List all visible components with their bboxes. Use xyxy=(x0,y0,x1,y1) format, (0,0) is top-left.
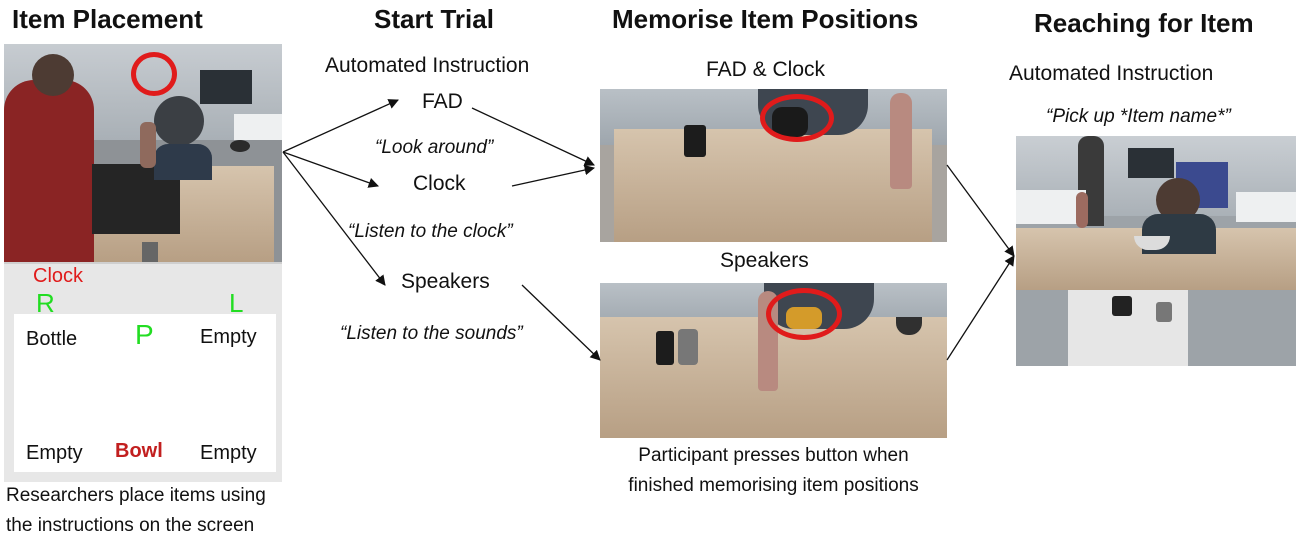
speakers-highlight-ring xyxy=(766,288,842,340)
screen-l-label: L xyxy=(229,288,244,318)
cell-bottom-mid: Bowl xyxy=(115,440,163,462)
cell-top-left: Bottle xyxy=(26,328,78,350)
memorise-photo-fad-clock xyxy=(600,89,947,242)
memorise-caption-line1: Participant presses button when xyxy=(638,445,909,466)
start-fad-label: FAD xyxy=(422,90,463,113)
arrow-speakers-to-photo xyxy=(521,284,601,361)
start-automated-instruction: Automated Instruction xyxy=(325,54,530,77)
cell-top-right: Empty xyxy=(200,326,257,348)
start-fad-quote: “Look around” xyxy=(375,137,494,158)
arrow-to-fad xyxy=(282,99,399,153)
placement-screen: Clock R L P Bottle Empty Empty Bowl Empt… xyxy=(4,262,282,482)
screen-clock-label: Clock xyxy=(33,265,84,287)
heading-reaching-for-item: Reaching for Item xyxy=(1034,8,1254,38)
arrow-to-clock xyxy=(282,151,379,188)
memorise-photo-speakers xyxy=(600,283,947,438)
reaching-photo xyxy=(1016,136,1296,366)
heading-item-placement: Item Placement xyxy=(12,4,203,34)
arrow-fad-to-photo xyxy=(471,107,595,166)
start-speakers-label: Speakers xyxy=(401,270,490,293)
arrow-clock-to-photo xyxy=(511,164,596,187)
placement-caption-line2: the instructions on the screen xyxy=(6,515,255,536)
memorise-caption-line2: finished memorising item positions xyxy=(628,475,919,496)
screen-r-label: R xyxy=(36,288,55,318)
start-speakers-quote: “Listen to the sounds” xyxy=(340,323,523,344)
heading-memorise-item-positions: Memorise Item Positions xyxy=(612,4,919,34)
arrow-top-photo-to-reach xyxy=(946,164,1015,257)
arrow-bottom-photo-to-reach xyxy=(946,255,1015,361)
placement-caption: Researchers place items using the instru… xyxy=(0,481,292,541)
screen-p-label: P xyxy=(135,319,154,350)
heading-start-trial: Start Trial xyxy=(374,4,494,34)
fad-clock-highlight-ring xyxy=(760,94,834,142)
start-clock-label: Clock xyxy=(413,172,466,195)
placement-caption-line1: Researchers place items using xyxy=(6,485,266,506)
memorise-top-label: FAD & Clock xyxy=(706,58,826,81)
cell-bottom-right: Empty xyxy=(200,442,257,464)
reaching-quote: “Pick up *Item name*” xyxy=(1046,106,1231,127)
fad-highlight-ring xyxy=(131,52,177,96)
placement-grid xyxy=(14,314,276,472)
placement-photo xyxy=(4,44,282,262)
memorise-bottom-label: Speakers xyxy=(720,249,809,272)
arrow-to-speakers xyxy=(282,151,386,286)
memorise-caption: Participant presses button when finished… xyxy=(600,441,947,501)
start-clock-quote: “Listen to the clock” xyxy=(348,221,513,242)
reaching-automated-instruction: Automated Instruction xyxy=(1009,62,1214,85)
cell-bottom-left: Empty xyxy=(26,442,83,464)
